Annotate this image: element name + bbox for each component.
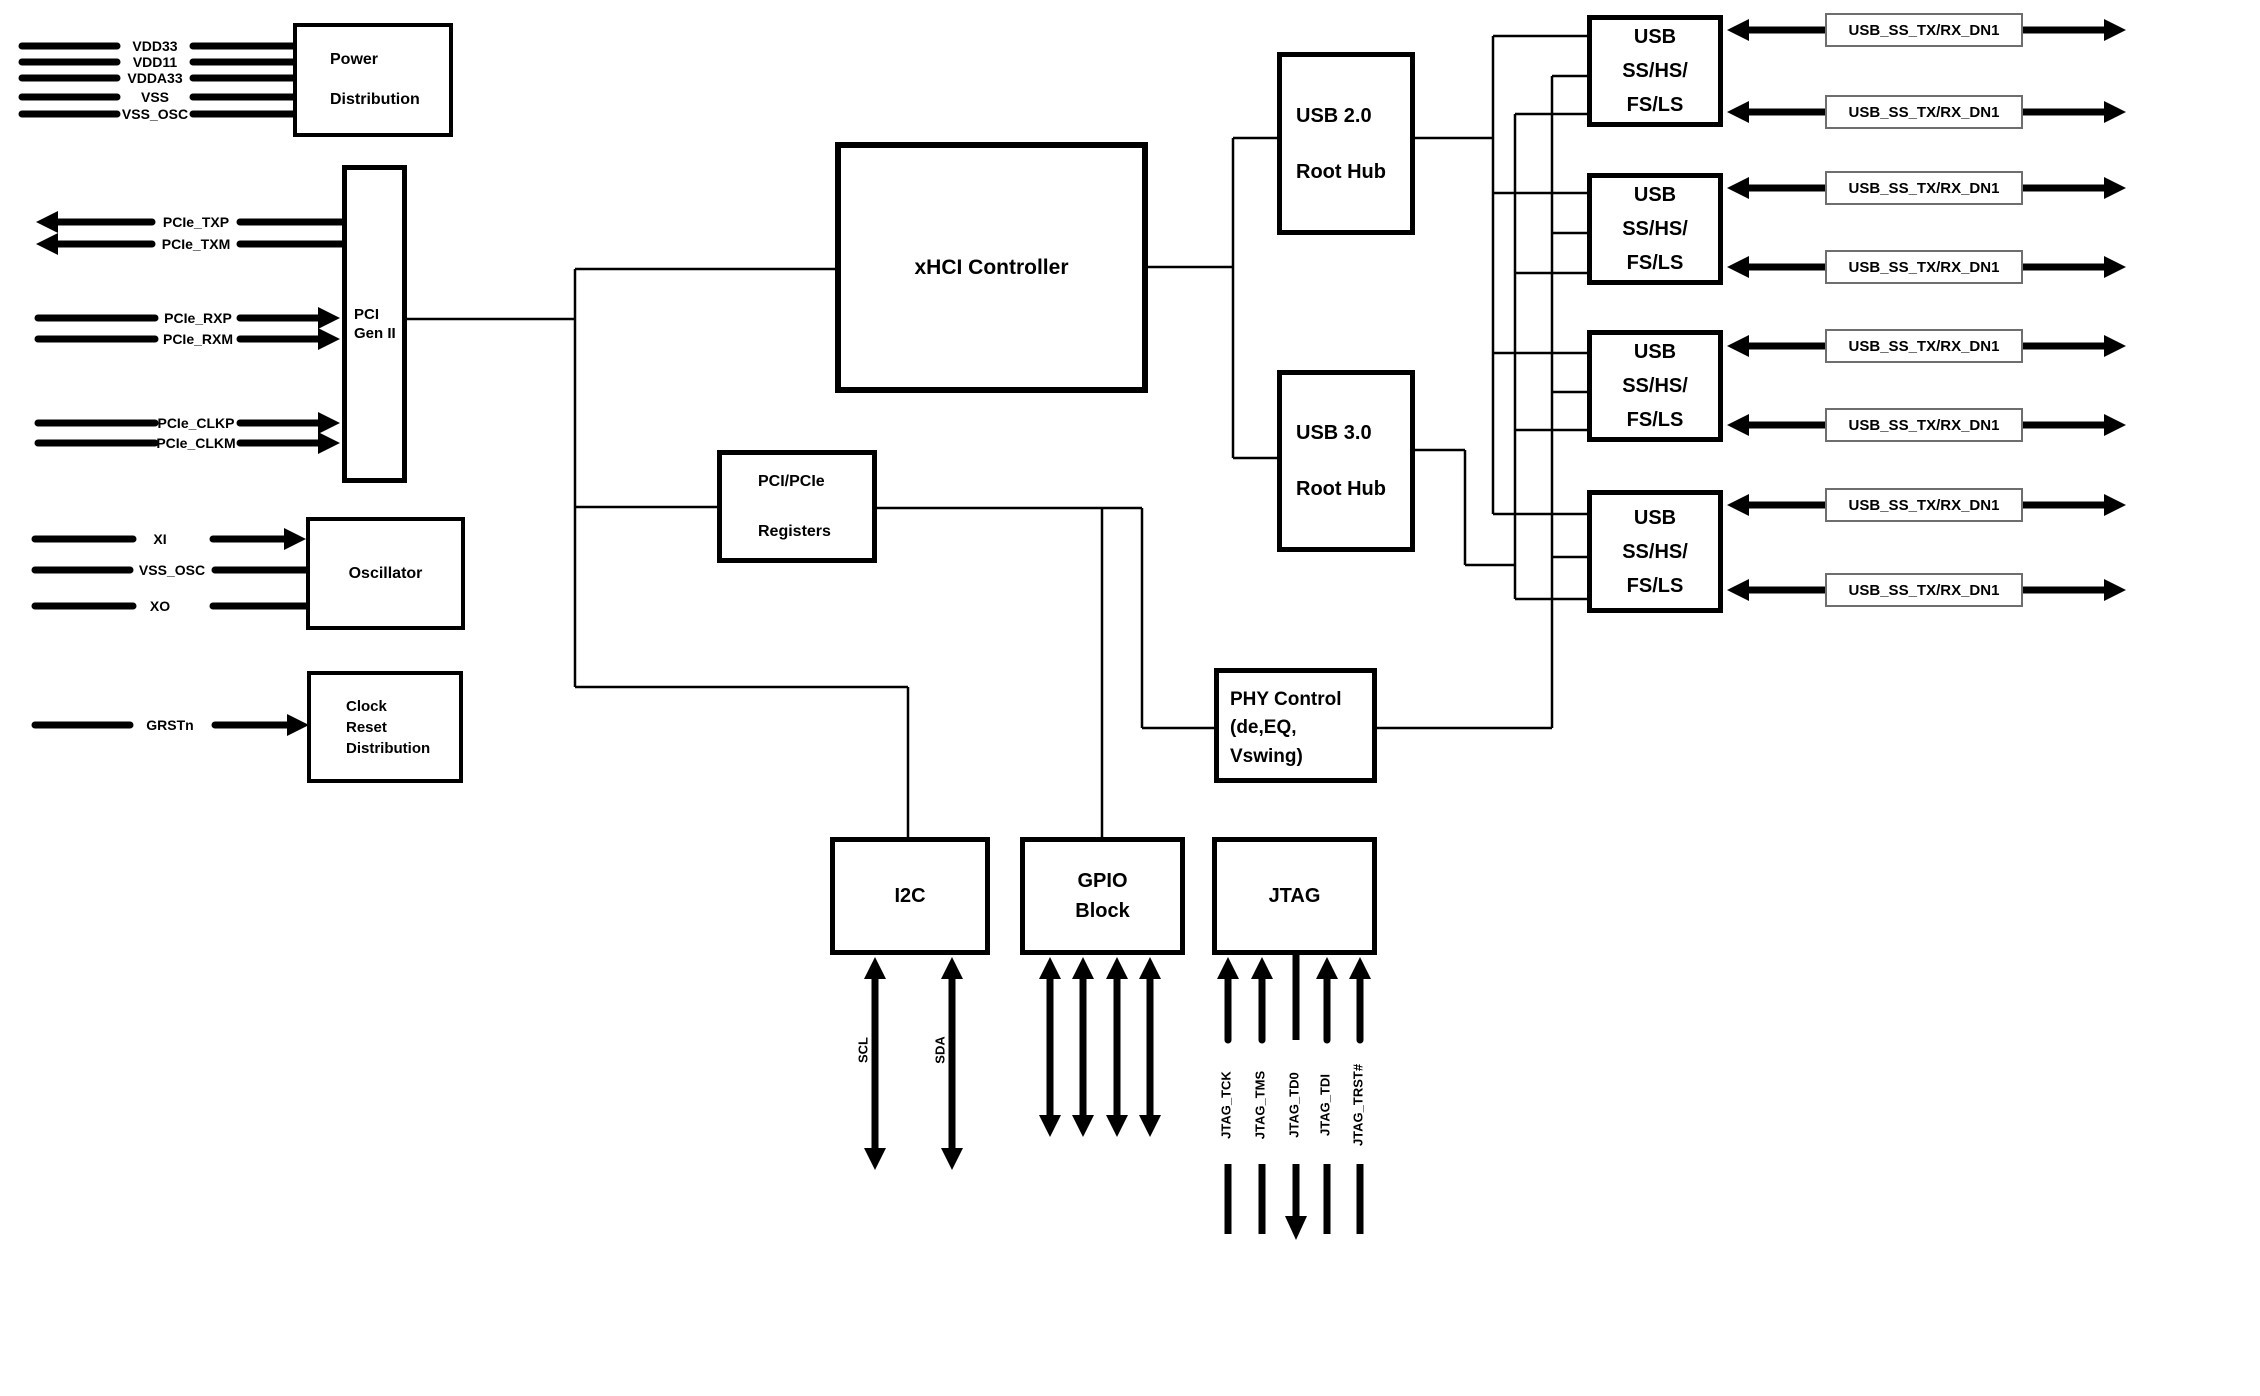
oscillator-block: Oscillator — [306, 517, 465, 630]
usb-port-arrow-4 — [1727, 256, 2126, 278]
i2c-label: I2C — [894, 884, 926, 907]
power-distribution-label: Power Distribution — [330, 51, 420, 108]
gpio-arrows — [1039, 957, 1161, 1137]
usb-port-label-5: USB_SS_TX/RX_DN1 — [1825, 329, 2023, 363]
usb-port-label-2: USB_SS_TX/RX_DN1 — [1825, 95, 2023, 129]
signal-jtag-tms: JTAG_TMS — [1252, 1070, 1268, 1140]
signal-xi: XI — [153, 531, 167, 547]
pci-pcie-registers-label: PCI/PCIe Registers — [758, 472, 831, 540]
signal-jtag-tdi: JTAG_TDI — [1317, 1074, 1333, 1136]
signal-scl: SCL — [855, 1037, 871, 1063]
usb3-root-hub-label: USB 3.0 Root Hub — [1296, 422, 1386, 500]
signal-jtag-tck: JTAG_TCK — [1218, 1071, 1234, 1139]
power-distribution-block: Power Distribution — [293, 23, 453, 137]
signal-pcie-rxp: PCIe_RXP — [164, 310, 232, 326]
phy-control-block: PHY Control (de,EQ, Vswing) — [1214, 668, 1377, 783]
usb-phy-block-2: USB SS/HS/ FS/LS — [1587, 173, 1723, 285]
jtag-block: JTAG — [1212, 837, 1377, 955]
signal-jtag-td0: JTAG_TD0 — [1286, 1072, 1302, 1138]
usb-port-label-8: USB_SS_TX/RX_DN1 — [1825, 573, 2023, 607]
pcie-clk-arrows — [34, 412, 340, 454]
pci-gen2-label: PCI Gen II — [354, 305, 396, 343]
signal-jtag-trst: JTAG_TRST# — [1350, 1063, 1366, 1147]
pcie-tx-arrows — [36, 211, 346, 255]
usb-port-arrow-2 — [1727, 101, 2126, 123]
xhci-controller-block: xHCI Controller — [835, 142, 1148, 393]
signal-vss-osc2: VSS_OSC — [138, 562, 206, 578]
usb-port-label-6: USB_SS_TX/RX_DN1 — [1825, 408, 2023, 442]
signal-grstn: GRSTn — [146, 717, 194, 733]
usb-port-label-1: USB_SS_TX/RX_DN1 — [1825, 13, 2023, 47]
usb-phy-block-3: USB SS/HS/ FS/LS — [1587, 330, 1723, 442]
signal-pcie-rxm: PCIe_RXM — [162, 331, 234, 347]
gpio-block: GPIO Block — [1020, 837, 1185, 955]
signal-pcie-clkp: PCIe_CLKP — [157, 415, 235, 431]
pci-gen2-block: PCI Gen II — [342, 165, 407, 483]
oscillator-lines — [31, 528, 310, 610]
usb-phy-label-3: USB SS/HS/ FS/LS — [1622, 341, 1688, 431]
signal-vdd11: VDD11 — [132, 54, 178, 70]
usb-phy-label-1: USB SS/HS/ FS/LS — [1622, 26, 1688, 116]
usb-phy-block-1: USB SS/HS/ FS/LS — [1587, 15, 1723, 127]
usb-port-arrow-6 — [1727, 414, 2126, 436]
signal-vss: VSS — [140, 89, 170, 105]
signal-pcie-txp: PCIe_TXP — [162, 214, 230, 230]
usb-port-label-7: USB_SS_TX/RX_DN1 — [1825, 488, 2023, 522]
phy-control-label: PHY Control (de,EQ, Vswing) — [1230, 688, 1342, 767]
grstn-arrow — [31, 714, 309, 736]
usb-port-arrow-5 — [1727, 335, 2126, 357]
gpio-label: GPIO Block — [1075, 870, 1130, 922]
usb-port-arrow-8 — [1727, 579, 2126, 601]
usb-port-label-4: USB_SS_TX/RX_DN1 — [1825, 250, 2023, 284]
usb2-root-hub-label: USB 2.0 Root Hub — [1296, 104, 1386, 183]
xhci-controller-label: xHCI Controller — [914, 255, 1069, 279]
pci-pcie-registers-block: PCI/PCIe Registers — [717, 450, 877, 563]
usb-port-label-3: USB_SS_TX/RX_DN1 — [1825, 171, 2023, 205]
signal-vdda33: VDDA33 — [127, 70, 183, 86]
signal-vdd33: VDD33 — [132, 38, 178, 54]
usb-phy-label-2: USB SS/HS/ FS/LS — [1622, 184, 1688, 274]
power-lines — [18, 42, 297, 118]
usb-port-arrow-1 — [1727, 19, 2126, 41]
usb2-root-hub-block: USB 2.0 Root Hub — [1277, 52, 1415, 235]
usb-port-arrow-3 — [1727, 177, 2126, 199]
jtag-arrows — [1217, 955, 1371, 1240]
signal-pcie-clkm: PCIe_CLKM — [156, 435, 236, 451]
clock-reset-distribution-label: Clock Reset Distribution — [346, 697, 431, 757]
usb3-root-hub-block: USB 3.0 Root Hub — [1277, 370, 1415, 552]
usb-phy-block-4: USB SS/HS/ FS/LS — [1587, 490, 1723, 613]
signal-xo: XO — [149, 598, 171, 614]
usb-phy-label-4: USB SS/HS/ FS/LS — [1622, 506, 1688, 597]
pcie-rx-arrows — [34, 307, 340, 350]
oscillator-label: Oscillator — [348, 564, 423, 582]
signal-vss-osc: VSS_OSC — [121, 106, 189, 122]
jtag-label: JTAG — [1268, 884, 1321, 907]
internal-wires — [405, 34, 1587, 837]
i2c-block: I2C — [830, 837, 990, 955]
usb-port-arrows — [1727, 19, 2126, 601]
usb-port-arrow-7 — [1727, 494, 2126, 516]
signal-pcie-txm: PCIe_TXM — [161, 236, 231, 252]
i2c-arrows — [864, 957, 963, 1170]
signal-sda: SDA — [932, 1036, 948, 1064]
clock-reset-distribution-block: Clock Reset Distribution — [307, 671, 463, 783]
